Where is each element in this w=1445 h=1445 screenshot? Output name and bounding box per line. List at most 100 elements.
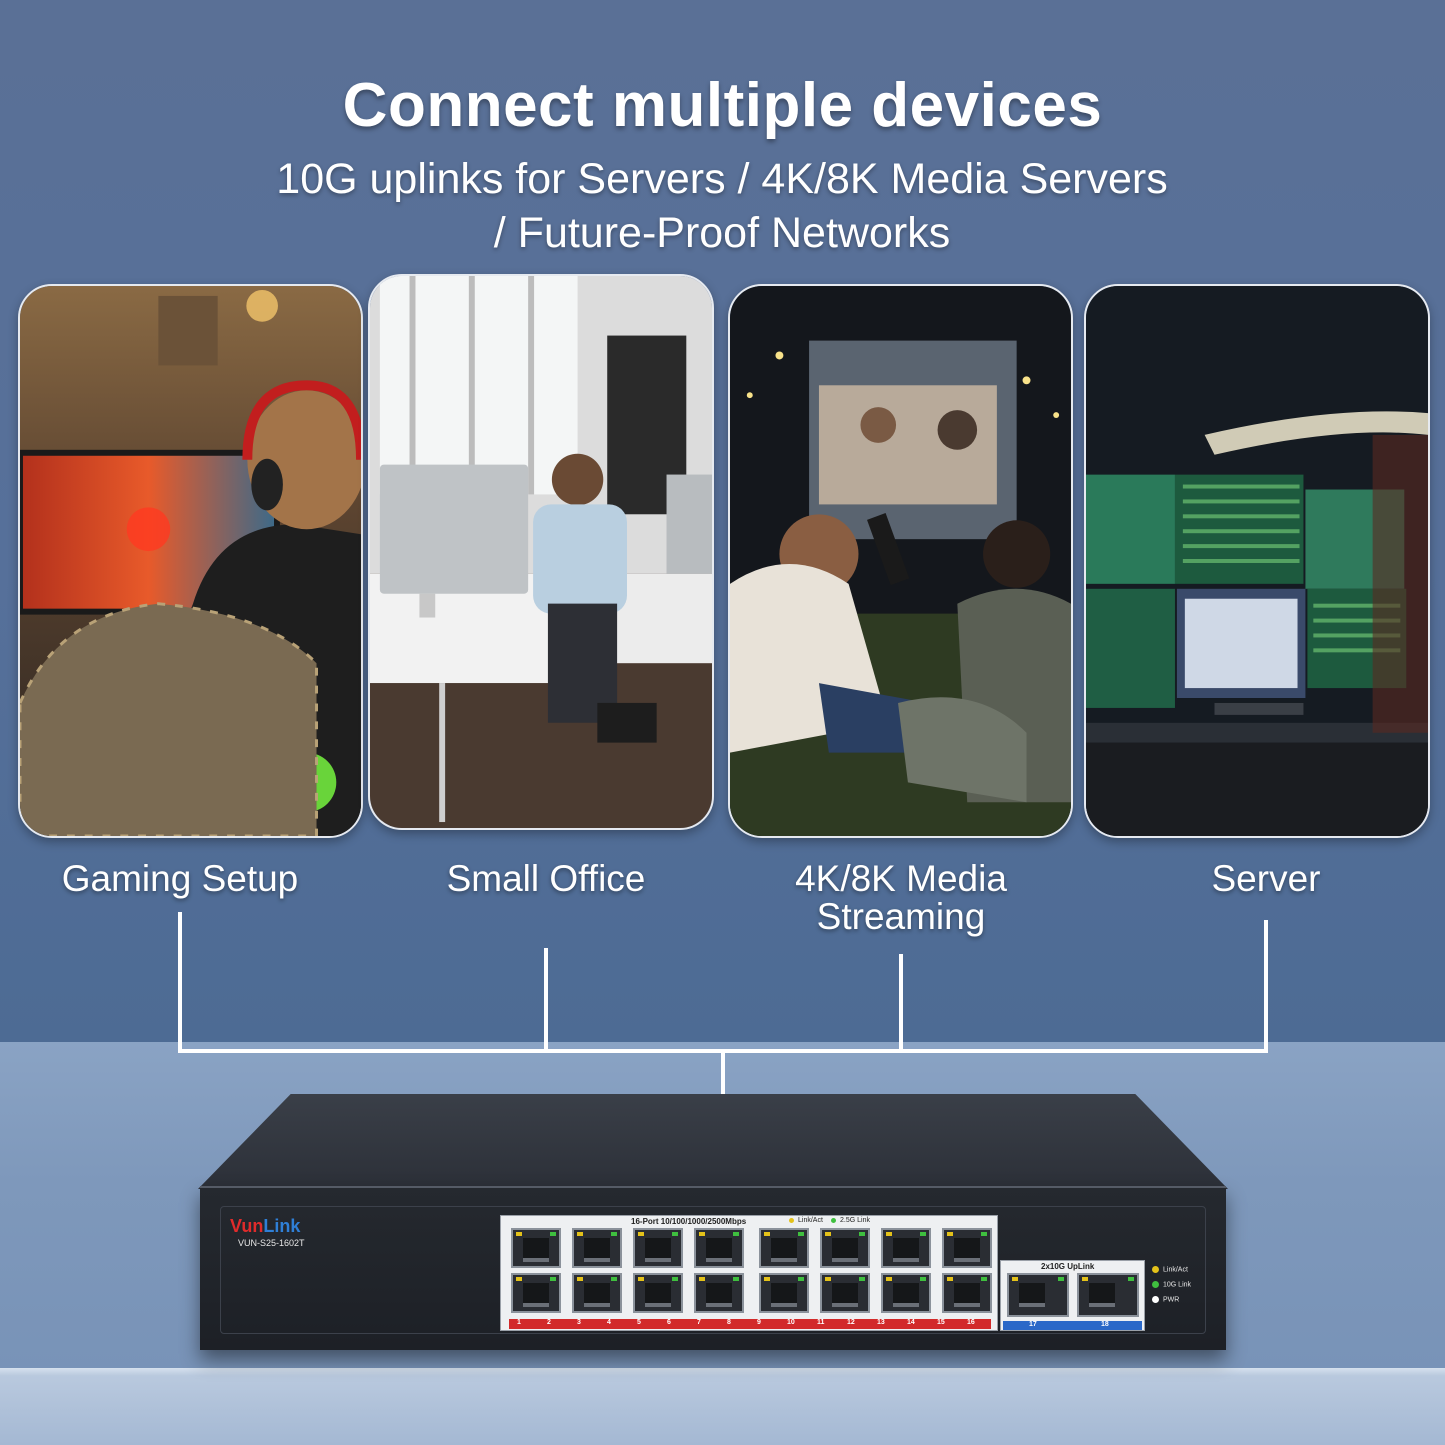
white-led-icon <box>1152 1296 1159 1303</box>
small-office-image <box>368 274 714 830</box>
port-led-right <box>550 1277 556 1281</box>
uplink-port-18[interactable] <box>1077 1273 1139 1317</box>
yellow-led-icon <box>1152 1266 1159 1273</box>
port-led-left <box>577 1232 583 1236</box>
uplink-port-17[interactable] <box>1007 1273 1069 1317</box>
ethernet-port-12[interactable] <box>820 1273 870 1313</box>
port-led-left <box>947 1277 953 1281</box>
port-led-left <box>947 1232 953 1236</box>
port-led-right <box>1058 1277 1064 1281</box>
ethernet-port-6[interactable] <box>633 1273 683 1313</box>
headline: Connect multiple devices <box>342 71 1103 140</box>
port-led-left <box>886 1277 892 1281</box>
status-link-act-text: Link/Act <box>1163 1266 1188 1274</box>
connector-gaming <box>178 912 182 1053</box>
label-media-streaming-line-2: Streaming <box>816 896 986 937</box>
port-number-16: 16 <box>967 1319 975 1326</box>
connector-horizontal <box>178 1049 1268 1053</box>
ethernet-port-panel: 16-Port 10/100/1000/2500Mbps Link/Act 2.… <box>500 1215 998 1331</box>
port-led-right <box>920 1277 926 1281</box>
port-number-9: 9 <box>757 1319 761 1326</box>
status-pwr: PWR <box>1152 1296 1179 1303</box>
legend-25g-link-text: 2.5G Link <box>840 1217 870 1224</box>
ethernet-port-14[interactable] <box>881 1273 931 1313</box>
ethernet-port-9[interactable] <box>759 1228 809 1268</box>
port-number-12: 12 <box>847 1319 855 1326</box>
port-led-right <box>611 1232 617 1236</box>
port-led-left <box>764 1232 770 1236</box>
ethernet-port-11[interactable] <box>820 1228 870 1268</box>
server-image <box>1084 284 1430 838</box>
port-number-8: 8 <box>727 1319 731 1326</box>
uplink-number-18: 18 <box>1101 1321 1109 1328</box>
switch-top-surface <box>198 1094 1228 1189</box>
uplink-number-17: 17 <box>1029 1321 1037 1328</box>
port-led-right <box>981 1232 987 1236</box>
port-number-2: 2 <box>547 1319 551 1326</box>
port-led-right <box>981 1277 987 1281</box>
status-10g-link-text: 10G Link <box>1163 1281 1192 1289</box>
ethernet-port-4[interactable] <box>572 1273 622 1313</box>
port-led-right <box>733 1277 739 1281</box>
ethernet-port-7[interactable] <box>694 1228 744 1268</box>
label-media-streaming-line-1: 4K/8K Media <box>795 858 1007 899</box>
label-small-office: Small Office <box>446 858 646 899</box>
legend-25g-link: 2.5G Link <box>831 1217 870 1224</box>
port-number-14: 14 <box>907 1319 915 1326</box>
legend-link-act-text: Link/Act <box>798 1217 823 1224</box>
port-led-right <box>672 1232 678 1236</box>
ethernet-port-1[interactable] <box>511 1228 561 1268</box>
port-number-1: 1 <box>517 1319 521 1326</box>
status-10g-link: 10G Link <box>1152 1281 1191 1288</box>
port-led-right <box>859 1277 865 1281</box>
label-gaming-setup: Gaming Setup <box>61 858 299 899</box>
legend-link-act: Link/Act <box>789 1217 823 1224</box>
ethernet-port-10[interactable] <box>759 1273 809 1313</box>
ethernet-port-13[interactable] <box>881 1228 931 1268</box>
model-number: VUN-S25-1602T <box>238 1238 305 1248</box>
media-streaming-image <box>728 284 1073 838</box>
ethernet-port-2[interactable] <box>511 1273 561 1313</box>
port-led-left <box>825 1277 831 1281</box>
shelf-edge <box>0 1368 1445 1445</box>
brand-logo-part-1: Vun <box>230 1216 264 1236</box>
port-led-left <box>638 1277 644 1281</box>
brand-logo-part-2: Link <box>263 1216 301 1236</box>
ethernet-port-16[interactable] <box>942 1273 992 1313</box>
uplink-number-bar: 17 18 <box>1003 1321 1142 1330</box>
ethernet-port-15[interactable] <box>942 1228 992 1268</box>
green-led-icon <box>1152 1281 1159 1288</box>
port-led-left <box>577 1277 583 1281</box>
port-number-3: 3 <box>577 1319 581 1326</box>
ethernet-port-5[interactable] <box>633 1228 683 1268</box>
port-led-left <box>1082 1277 1088 1281</box>
port-number-10: 10 <box>787 1319 795 1326</box>
switch-front-bezel <box>220 1206 1206 1334</box>
port-led-right <box>733 1232 739 1236</box>
port-led-right <box>672 1277 678 1281</box>
port-led-left <box>638 1232 644 1236</box>
connector-server <box>1264 920 1268 1053</box>
port-number-13: 13 <box>877 1319 885 1326</box>
status-link-act: Link/Act <box>1152 1266 1188 1273</box>
network-switch: VunLink VUN-S25-1602T 16-Port 10/100/100… <box>200 1186 1226 1350</box>
port-led-left <box>1012 1277 1018 1281</box>
port-led-right <box>920 1232 926 1236</box>
port-led-right <box>798 1232 804 1236</box>
label-media-streaming: 4K/8K Media Streaming <box>751 860 1051 936</box>
ethernet-port-8[interactable] <box>694 1273 744 1313</box>
connector-to-switch <box>721 1053 725 1107</box>
ethernet-port-3[interactable] <box>572 1228 622 1268</box>
brand-logo: VunLink <box>230 1216 300 1237</box>
yellow-led-icon <box>789 1217 794 1223</box>
port-number-11: 11 <box>817 1319 825 1326</box>
port-number-4: 4 <box>607 1319 611 1326</box>
uplink-port-panel: 2x10G UpLink 17 18 <box>1000 1260 1145 1331</box>
connector-office <box>544 948 548 1053</box>
subheadline: 10G uplinks for Servers / 4K/8K Media Se… <box>222 152 1222 260</box>
port-led-left <box>516 1277 522 1281</box>
port-led-right <box>611 1277 617 1281</box>
port-led-left <box>699 1277 705 1281</box>
port-number-15: 15 <box>937 1319 945 1326</box>
